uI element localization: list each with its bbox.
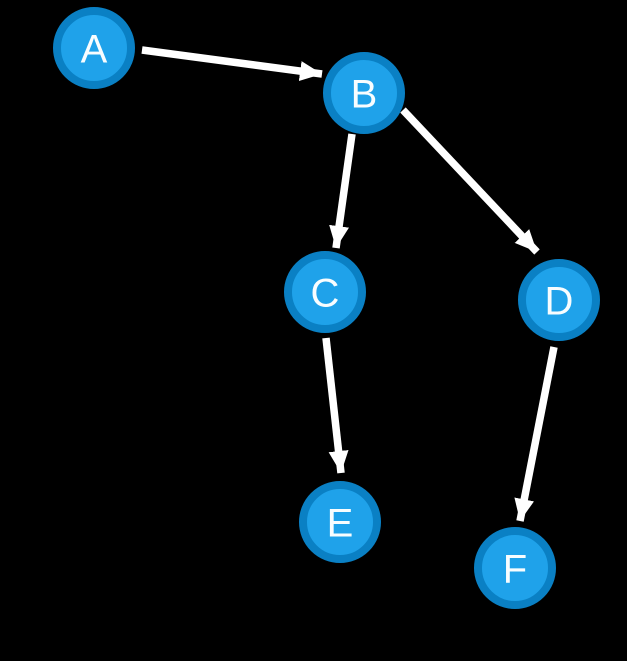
graph-node-D[interactable]: D [518,259,600,341]
node-circle[interactable] [518,259,600,341]
node-circle[interactable] [284,251,366,333]
graph-edge-B-D [400,107,540,255]
node-circle[interactable] [299,481,381,563]
graph-node-B[interactable]: B [323,52,405,134]
graph-node-A[interactable]: A [53,7,135,89]
graph-node-F[interactable]: F [474,527,556,609]
graph-node-E[interactable]: E [299,481,381,563]
node-circle[interactable] [53,7,135,89]
graph-edge-B-C [329,133,356,249]
node-circle[interactable] [474,527,556,609]
graph-edge-D-F [514,346,558,522]
graph-edge-A-B [141,46,323,82]
node-circle[interactable] [323,52,405,134]
graph-node-C[interactable]: C [284,251,366,333]
graph-edge-C-E [322,337,349,474]
